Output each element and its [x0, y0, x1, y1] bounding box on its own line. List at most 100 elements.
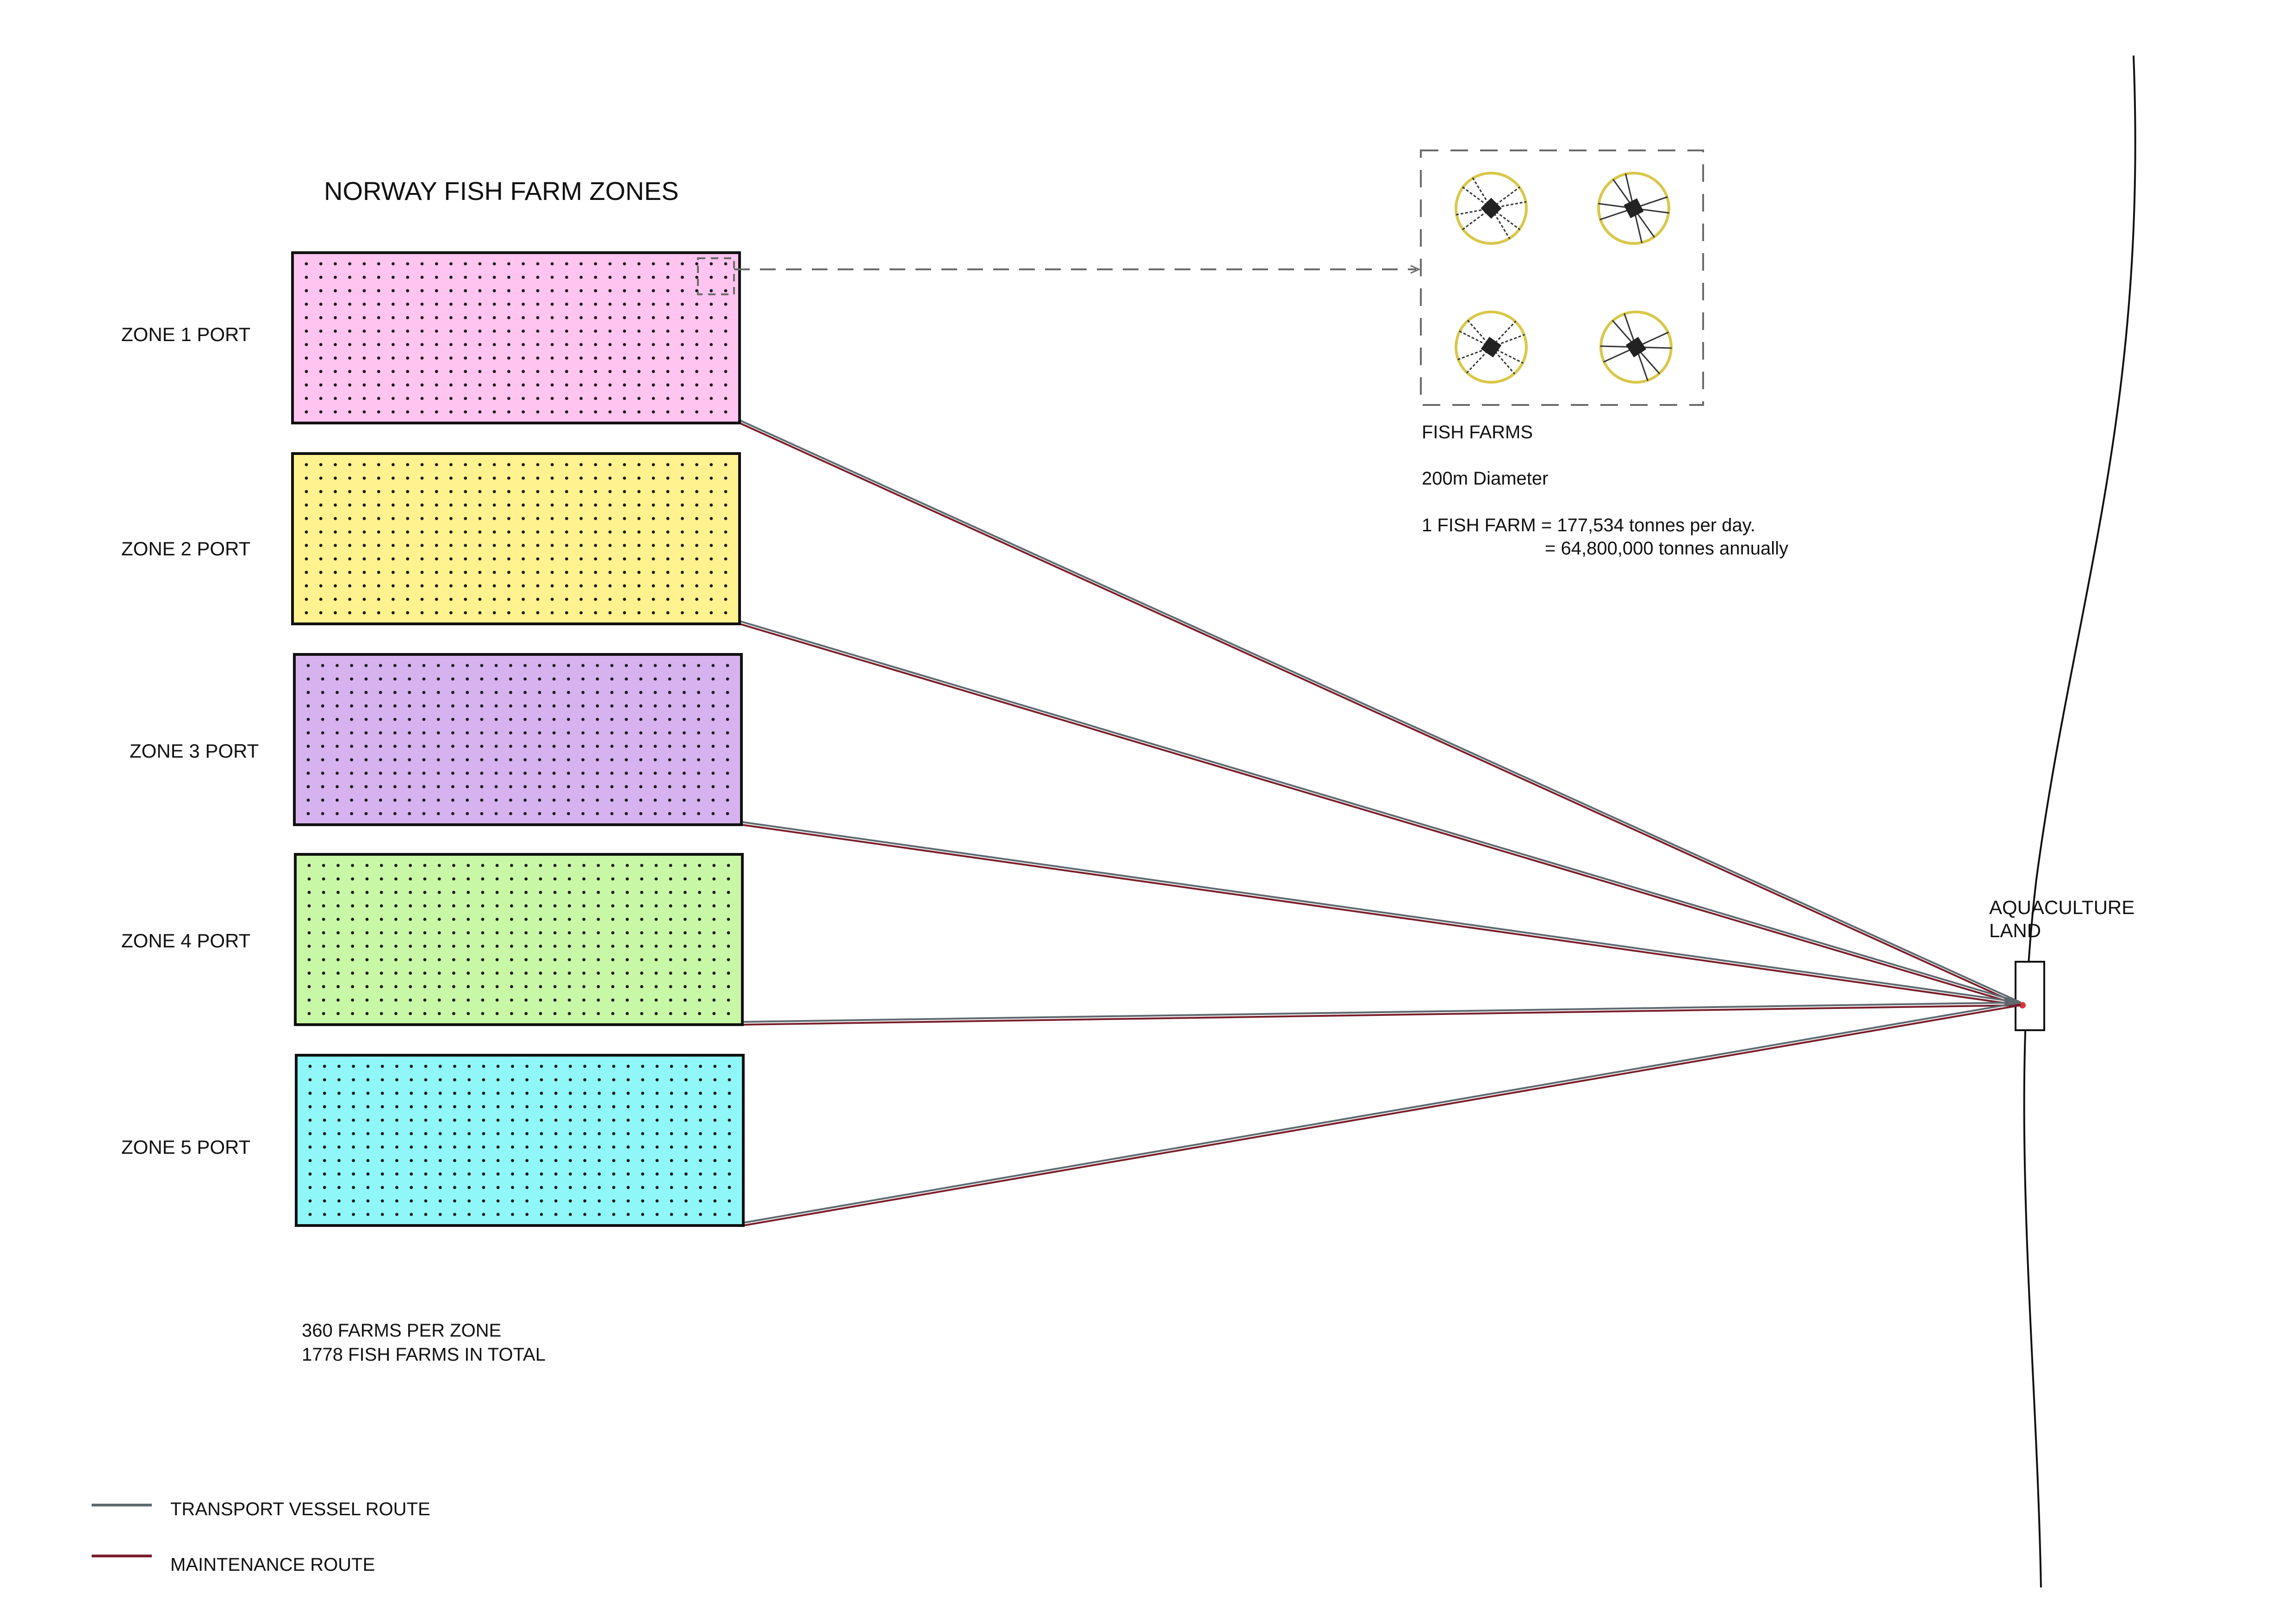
farm-dot	[711, 677, 715, 681]
farm-dot	[554, 1078, 558, 1082]
farm-dot	[583, 1119, 586, 1122]
farm-dot	[377, 611, 380, 615]
farm-dot	[596, 664, 599, 667]
farm-dot	[323, 1159, 326, 1163]
farm-dot	[695, 383, 698, 387]
farm-dot	[392, 343, 395, 346]
farm-dot	[596, 718, 599, 721]
farm-dot	[597, 1091, 601, 1095]
farm-dot	[550, 356, 554, 360]
farm-dot	[334, 544, 337, 547]
farm-dot	[305, 544, 308, 547]
farm-dot	[597, 1159, 601, 1163]
farm-dot	[653, 718, 657, 721]
farm-dot	[507, 544, 510, 547]
farm-dot	[495, 998, 499, 1002]
farm-dot	[449, 262, 453, 266]
farm-dot	[322, 931, 325, 934]
farm-dot	[406, 490, 410, 493]
farm-dot	[436, 785, 440, 789]
farm-dot	[507, 356, 510, 360]
farm-dot	[540, 1091, 543, 1095]
farm-dot	[596, 691, 599, 694]
farm-dot	[435, 383, 438, 387]
farm-dot	[682, 664, 686, 667]
farm-dot	[307, 890, 311, 894]
farm-dot	[437, 985, 441, 989]
farm-dot	[380, 864, 383, 867]
farm-dot	[481, 998, 485, 1002]
farm-dot	[612, 1078, 616, 1082]
farm-dot	[522, 397, 525, 400]
farm-dot	[319, 530, 323, 534]
farm-dot	[410, 1132, 413, 1135]
farm-dot	[420, 316, 424, 319]
farm-dot	[552, 731, 556, 734]
farm-dot	[482, 1159, 485, 1163]
farm-dot	[334, 410, 337, 414]
farm-dot	[640, 971, 643, 975]
farm-dot	[666, 597, 670, 601]
farm-dot	[348, 410, 352, 414]
farm-dot	[435, 463, 438, 467]
farm-dot	[422, 798, 426, 802]
farm-dot	[364, 691, 368, 694]
farm-dot	[536, 571, 540, 574]
farm-dot	[711, 798, 715, 802]
farm-dot	[597, 1199, 601, 1203]
farm-dot	[699, 1172, 702, 1176]
farm-dot	[351, 971, 355, 975]
farm-dot	[727, 890, 730, 894]
farm-dot	[511, 1213, 514, 1216]
farm-dot	[611, 918, 615, 921]
farm-dot	[510, 958, 513, 962]
farm-dot	[306, 704, 310, 708]
farm-dot	[669, 890, 672, 894]
farm-dot	[699, 1078, 702, 1082]
farm-dot	[435, 370, 438, 373]
farm-dot	[652, 517, 655, 520]
farm-dot	[362, 316, 366, 319]
farm-dot	[348, 530, 352, 534]
farm-dot	[581, 758, 585, 761]
farm-dot	[695, 597, 698, 601]
farm-dot	[581, 718, 585, 721]
farm-dot	[540, 1159, 543, 1163]
farm-dot	[494, 691, 498, 694]
farm-dot	[307, 904, 311, 908]
farm-dot	[565, 302, 568, 306]
farm-dot	[408, 758, 411, 761]
farm-dot	[496, 1119, 500, 1122]
farm-dot	[567, 985, 571, 989]
farm-dot	[550, 262, 554, 266]
farm-dot	[321, 758, 324, 761]
farm-dot	[654, 890, 658, 894]
farm-dot	[436, 664, 440, 667]
farm-dot	[568, 1172, 572, 1176]
farm-dot	[728, 1172, 731, 1176]
farm-dot	[622, 611, 626, 615]
farm-dot	[622, 530, 626, 534]
farm-dot	[438, 1186, 442, 1189]
farm-dot	[683, 864, 687, 867]
farm-dot	[451, 691, 454, 694]
farm-dot	[697, 772, 700, 775]
farm-dot	[307, 918, 311, 921]
farm-dot	[409, 931, 412, 934]
farm-dot	[594, 463, 597, 467]
farm-dot	[435, 316, 438, 319]
farm-dot	[728, 1119, 731, 1122]
farm-dot	[377, 397, 380, 400]
farm-dot	[406, 476, 410, 480]
farm-dot	[379, 718, 382, 721]
farm-dot	[379, 758, 382, 761]
farm-dot	[380, 904, 383, 908]
farm-dot	[622, 397, 626, 400]
farm-dot	[566, 785, 570, 789]
farm-dot	[423, 985, 427, 989]
farm-dot	[695, 397, 698, 400]
farm-dot	[624, 745, 628, 748]
farm-dot	[522, 262, 525, 266]
farm-dot	[452, 931, 455, 934]
farm-dot	[594, 557, 597, 560]
